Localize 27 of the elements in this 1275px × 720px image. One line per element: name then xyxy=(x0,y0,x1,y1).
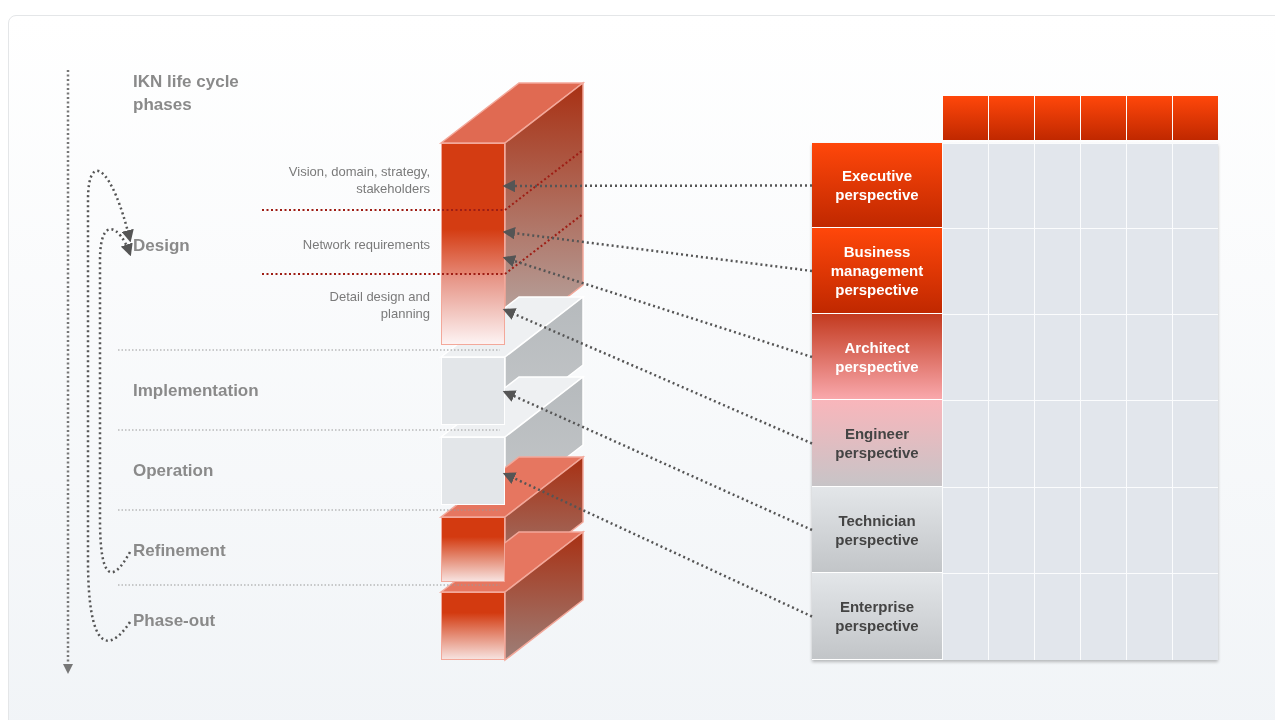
row-header: Engineer perspective xyxy=(812,400,942,487)
row-header: Architect perspective xyxy=(812,314,942,400)
row-header: Technician perspective xyxy=(812,487,942,573)
section-label: Detail design and planning xyxy=(328,288,430,322)
title: IKN life cycle phases xyxy=(133,71,240,116)
row-header: Enterprise perspective xyxy=(812,573,942,660)
arrow xyxy=(502,308,813,445)
arrow xyxy=(502,255,813,359)
block-face xyxy=(441,437,505,505)
arrow xyxy=(502,390,813,532)
phase-label: Phase-out xyxy=(133,611,228,633)
arrow xyxy=(98,228,133,574)
block-face xyxy=(441,592,505,660)
section-label: Vision, domain, strategy, stakeholders xyxy=(287,163,430,197)
row-header: Executive perspective xyxy=(812,143,942,228)
block-face xyxy=(441,357,505,425)
arrow xyxy=(86,170,134,642)
arrow xyxy=(502,227,813,273)
section-label: Network requirements xyxy=(301,236,430,253)
arrow xyxy=(502,179,812,193)
phase-label: Design xyxy=(133,236,203,258)
phase-label: Operation xyxy=(133,461,223,483)
arrow xyxy=(502,472,813,618)
phase-label: Refinement xyxy=(133,541,238,563)
block-face xyxy=(441,517,505,582)
phase-label: Implementation xyxy=(133,381,273,403)
row-header: Business management perspective xyxy=(812,228,942,314)
